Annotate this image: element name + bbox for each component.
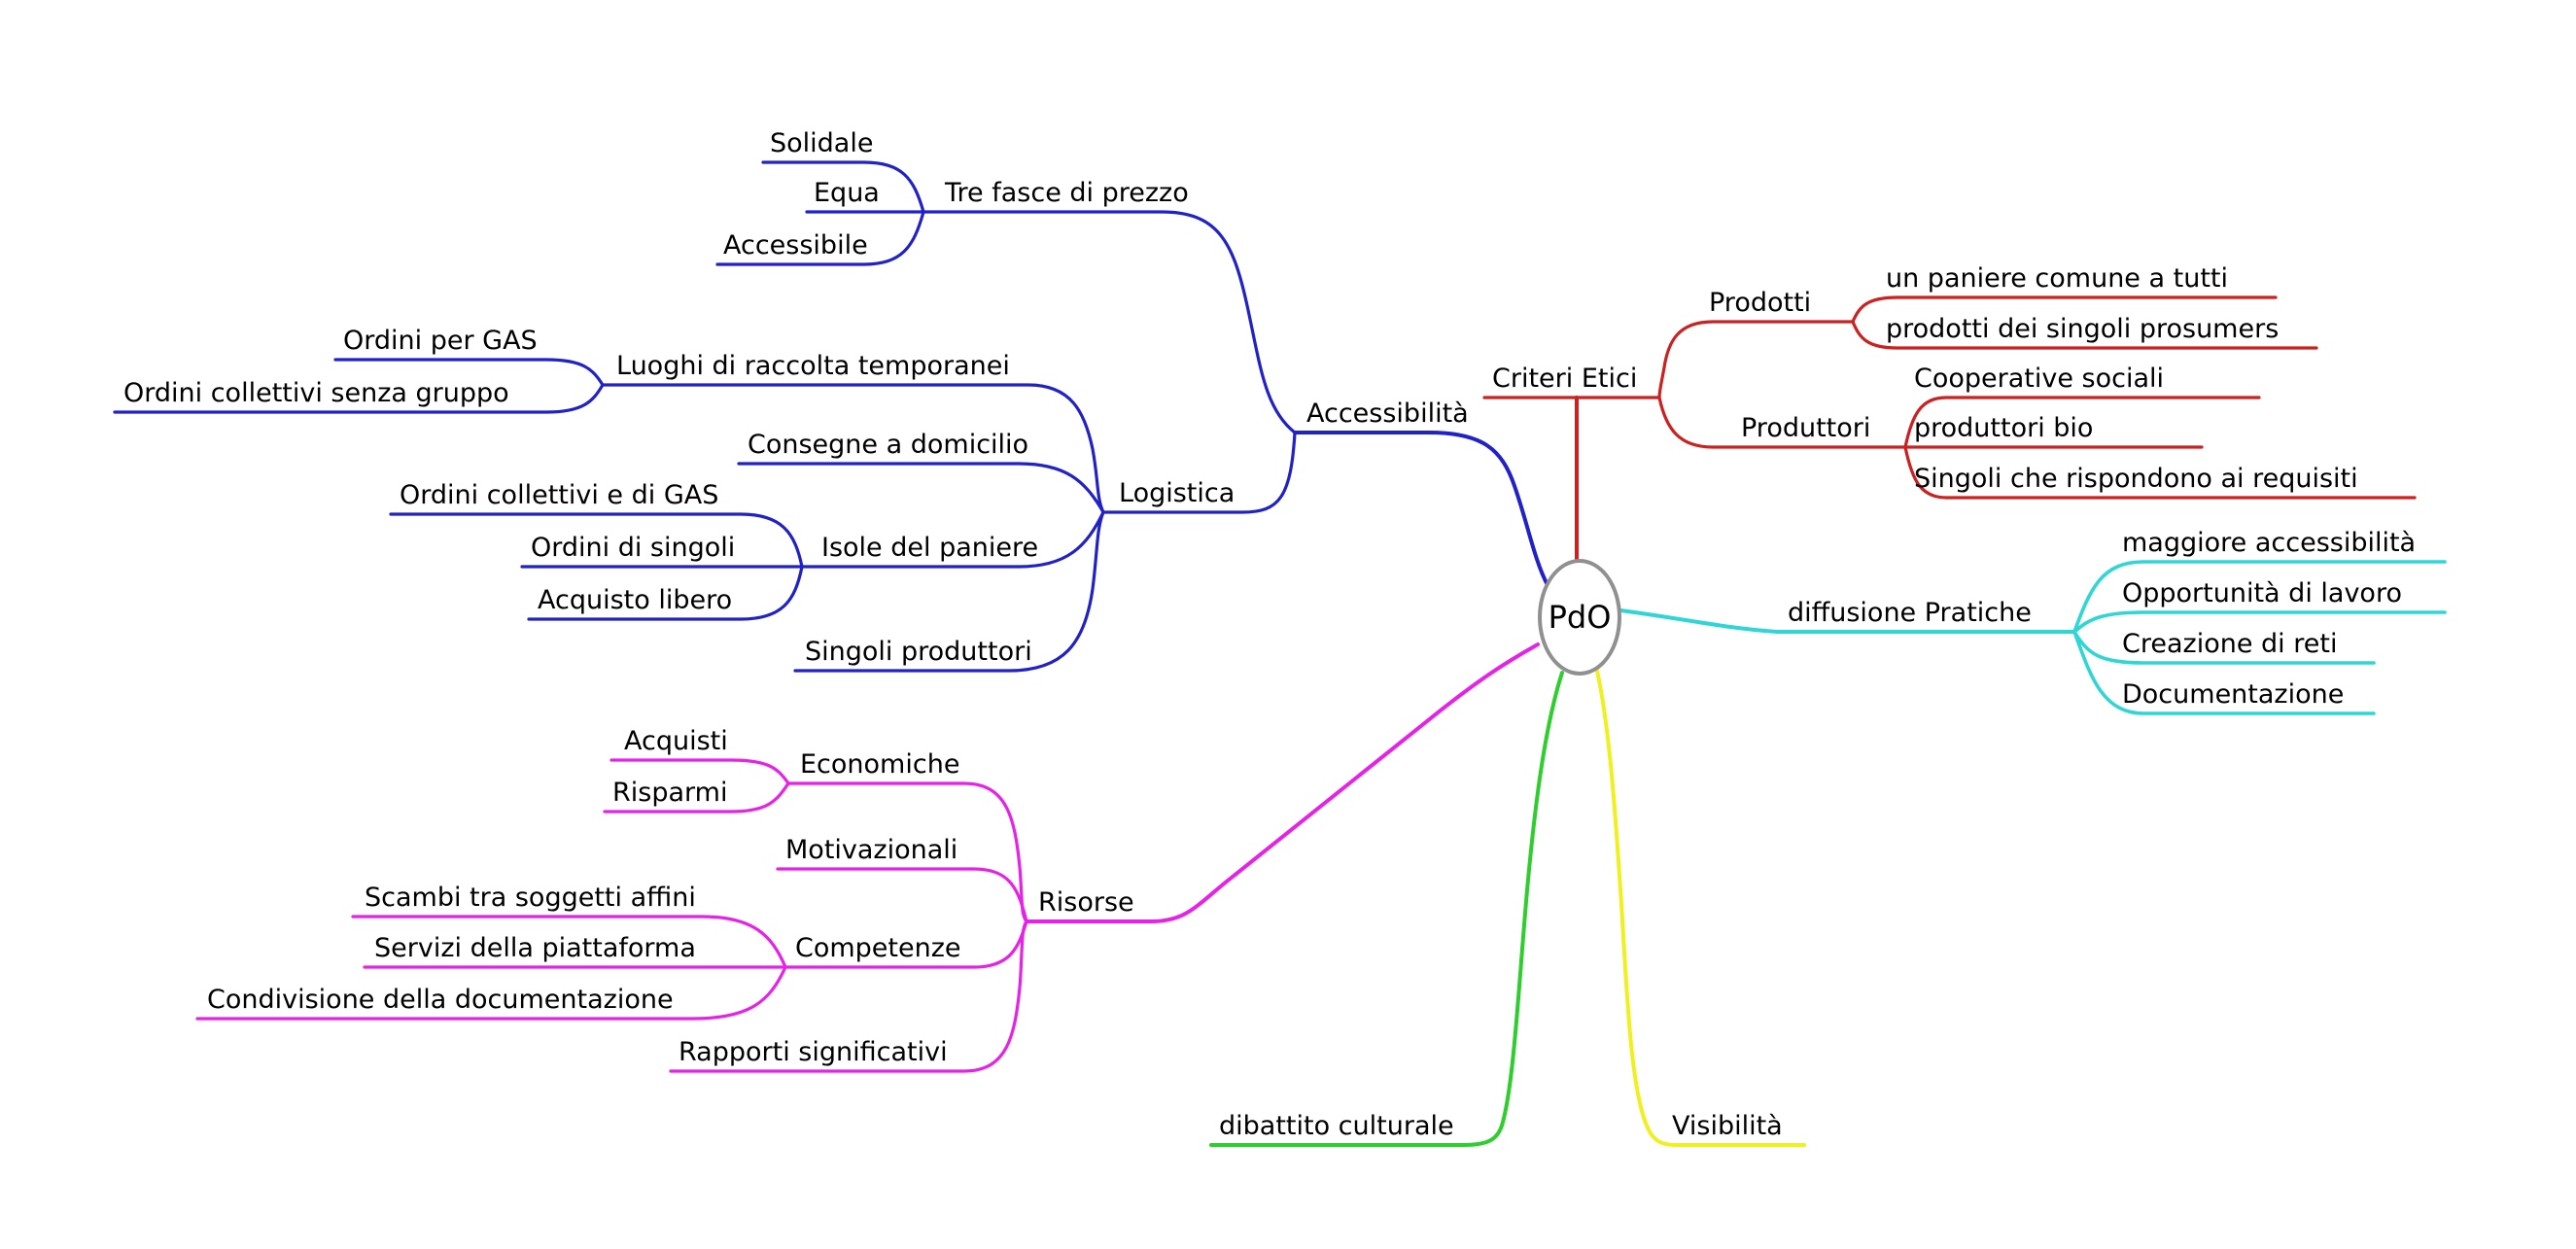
edge-produttori xyxy=(1657,396,1907,449)
node-prodotti[interactable]: Prodotti xyxy=(1709,288,1812,318)
edge-diffusione-pratiche-root xyxy=(1619,608,2076,634)
node-ordini-collettivi-senza-gruppo[interactable]: Ordini collettivi senza gruppo xyxy=(123,378,509,408)
edge-documentazione xyxy=(2072,630,2376,715)
edge-consegne-domicilio xyxy=(737,462,1105,514)
edge-condivisione-documentazione xyxy=(195,965,787,1021)
edge-ordini-collettivi-senza-gruppo xyxy=(113,383,605,414)
edge-accessibilita-root xyxy=(1293,431,1549,587)
node-rapporti-significativi[interactable]: Rapporti significativi xyxy=(679,1037,948,1067)
node-diffusione-pratiche[interactable]: diffusione Pratiche xyxy=(1788,598,2032,628)
node-tre-fasce-di-prezzo[interactable]: Tre fasce di prezzo xyxy=(945,178,1189,208)
edge-singoli-produttori xyxy=(793,510,1105,673)
node-criteri-etici[interactable]: Criteri Etici xyxy=(1492,364,1638,394)
node-logistica[interactable]: Logistica xyxy=(1119,478,1236,508)
edge-visibilita xyxy=(1595,669,1806,1147)
node-produttori-bio[interactable]: produttori bio xyxy=(1914,413,2094,443)
node-solidale[interactable]: Solidale xyxy=(770,128,874,158)
node-accessibile[interactable]: Accessibile xyxy=(723,230,868,260)
edge-isole-paniere xyxy=(800,510,1105,569)
edge-creazione-reti xyxy=(2072,630,2376,665)
node-ordini-collettivi-e-di-gas[interactable]: Ordini collettivi e di GAS xyxy=(400,480,719,510)
node-ordini-di-singoli[interactable]: Ordini di singoli xyxy=(531,533,736,563)
edge-risorse-root xyxy=(1025,642,1540,923)
node-competenze[interactable]: Competenze xyxy=(795,933,961,963)
node-singoli-produttori[interactable]: Singoli produttori xyxy=(805,637,1032,667)
node-un-paniere-comune[interactable]: un paniere comune a tutti xyxy=(1886,263,2229,294)
node-dibattito-culturale[interactable]: dibattito culturale xyxy=(1219,1111,1454,1141)
node-luoghi-di-raccolta-temporanei[interactable]: Luoghi di raccolta temporanei xyxy=(616,351,1010,381)
edge-logistica xyxy=(1101,431,1297,514)
node-accessibilita[interactable]: Accessibilità xyxy=(1306,399,1469,429)
edge-solidale xyxy=(761,160,925,214)
node-risorse[interactable]: Risorse xyxy=(1038,887,1134,918)
edge-tre-fasce xyxy=(922,210,1297,434)
node-creazione-di-reti[interactable]: Creazione di reti xyxy=(2122,629,2338,659)
node-acquisto-libero[interactable]: Acquisto libero xyxy=(538,585,733,615)
node-risparmi[interactable]: Risparmi xyxy=(612,778,728,808)
node-equa[interactable]: Equa xyxy=(814,178,880,208)
edge-dibattito-culturale xyxy=(1209,671,1564,1147)
node-singoli-requisiti[interactable]: Singoli che rispondono ai requisiti xyxy=(1914,464,2358,494)
edge-opportunita-lavoro xyxy=(2072,610,2447,634)
edge-ordini-collettivi-gas xyxy=(389,512,804,569)
root-node-pdo[interactable]: PdO xyxy=(1538,559,1621,676)
node-acquisti[interactable]: Acquisti xyxy=(624,726,728,756)
node-maggiore-accessibilita[interactable]: maggiore accessibilità xyxy=(2122,528,2417,558)
node-cooperative-sociali[interactable]: Cooperative sociali xyxy=(1914,364,2165,394)
edge-acquisti xyxy=(609,758,790,785)
node-consegne-a-domicilio[interactable]: Consegne a domicilio xyxy=(748,430,1029,460)
node-ordini-per-gas[interactable]: Ordini per GAS xyxy=(343,326,538,356)
edge-rapporti-significativi xyxy=(669,919,1028,1073)
node-produttori[interactable]: Produttori xyxy=(1741,413,1871,443)
edge-ordini-per-gas xyxy=(333,358,605,387)
node-servizi-della-piattaforma[interactable]: Servizi della piattaforma xyxy=(374,933,696,963)
edge-scambi-soggetti xyxy=(351,915,787,969)
node-condivisione-documentazione[interactable]: Condivisione della documentazione xyxy=(207,985,674,1015)
node-isole-del-paniere[interactable]: Isole del paniere xyxy=(821,533,1039,563)
edge-accessibile xyxy=(715,210,925,266)
node-motivazionali[interactable]: Motivazionali xyxy=(785,835,958,865)
node-opportunita-di-lavoro[interactable]: Opportunità di lavoro xyxy=(2122,578,2402,608)
edge-prodotti-prosumers xyxy=(1851,320,2318,350)
edge-acquisto-libero xyxy=(527,565,804,621)
edge-luoghi-raccolta xyxy=(601,383,1105,514)
edge-motivazionali xyxy=(776,867,1028,923)
node-documentazione[interactable]: Documentazione xyxy=(2122,679,2345,710)
node-scambi-tra-soggetti-affini[interactable]: Scambi tra soggetti affini xyxy=(365,883,696,913)
edge-un-paniere xyxy=(1851,295,2278,324)
edge-prodotti xyxy=(1657,320,1855,399)
node-prodotti-singoli-prosumers[interactable]: prodotti dei singoli prosumers xyxy=(1886,314,2280,344)
edge-cooperative-sociali xyxy=(1903,396,2261,449)
edge-maggiore-accessibilita xyxy=(2072,560,2447,634)
edge-risparmi xyxy=(603,781,790,814)
edge-singoli-requisiti xyxy=(1903,445,2417,500)
node-economiche[interactable]: Economiche xyxy=(800,749,960,780)
node-visibilita[interactable]: Visibilità xyxy=(1672,1111,1783,1141)
